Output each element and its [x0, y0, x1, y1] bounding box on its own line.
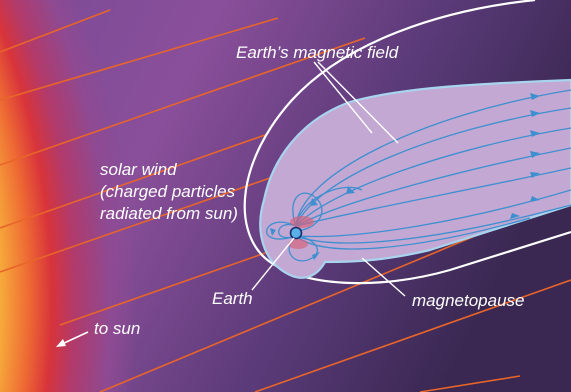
bow-shock-boundary	[243, 0, 571, 285]
field-line-arrows	[270, 93, 540, 260]
solar-wind-label: solar wind	[100, 160, 177, 179]
to-sun-label: to sun	[94, 319, 140, 338]
inner-glow-upper	[290, 216, 314, 228]
earth-label: Earth	[212, 289, 253, 308]
leader-lines	[251, 61, 406, 297]
earth-globe	[289, 226, 303, 240]
magnetopause-label: magnetopause	[412, 291, 524, 310]
to-sun-arrow	[56, 331, 89, 347]
solar-wind-detail-line2: radiated from sun)	[100, 204, 238, 223]
inner-glow-lower	[288, 239, 308, 249]
magnetic-field-label: Earth’s magnetic field	[236, 43, 399, 62]
solar-wind-detail-line1: (charged particles	[100, 182, 236, 201]
